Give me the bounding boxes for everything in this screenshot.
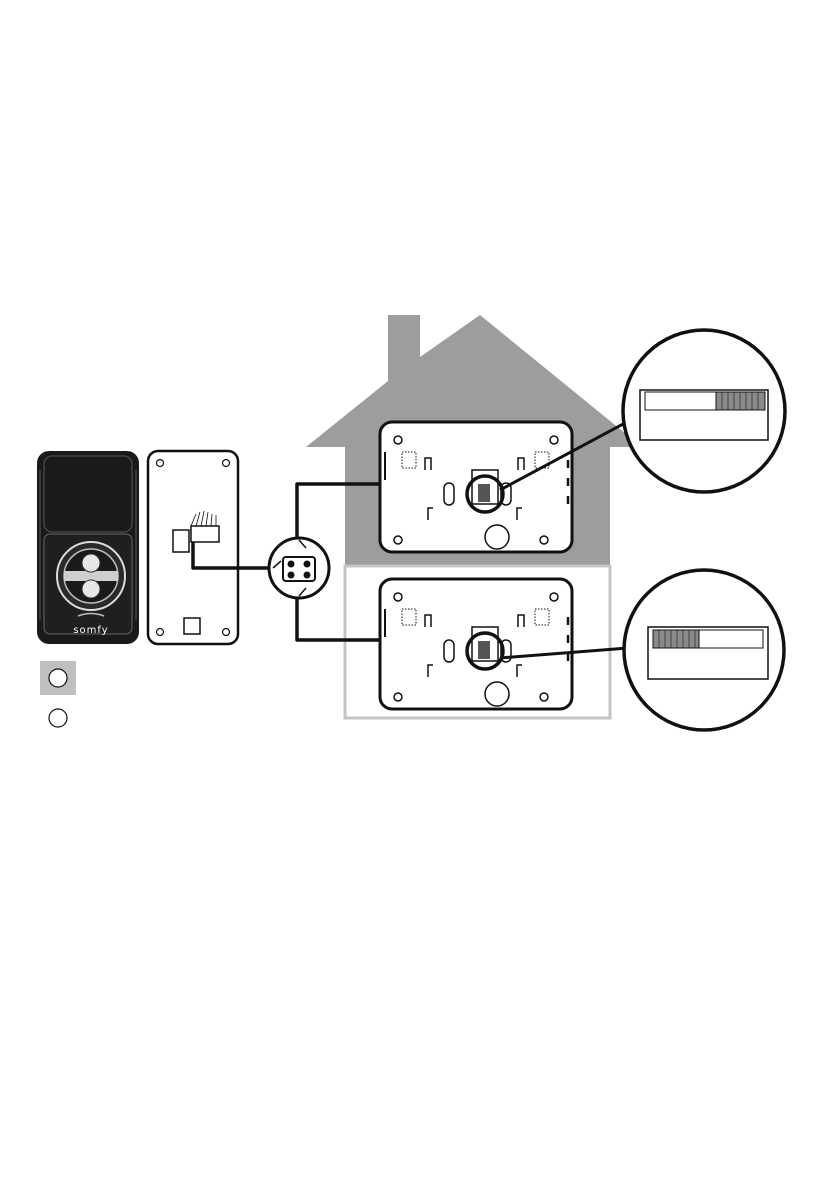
legend-item-white [49,709,67,727]
zoom-dip-switch-lower [624,570,784,730]
indoor-monitor-lower [380,579,572,709]
doorbell-camera-front: somfy [37,451,139,644]
indoor-monitor-upper [380,422,572,552]
somfy-logo: somfy [73,625,108,636]
circle-on-grey-icon [49,669,67,687]
legend-item-grey [40,661,76,695]
cable-junction-box [269,538,329,598]
zoom-dip-switch-upper [623,330,785,492]
circle-on-white-icon [49,709,67,727]
legend [40,661,76,727]
